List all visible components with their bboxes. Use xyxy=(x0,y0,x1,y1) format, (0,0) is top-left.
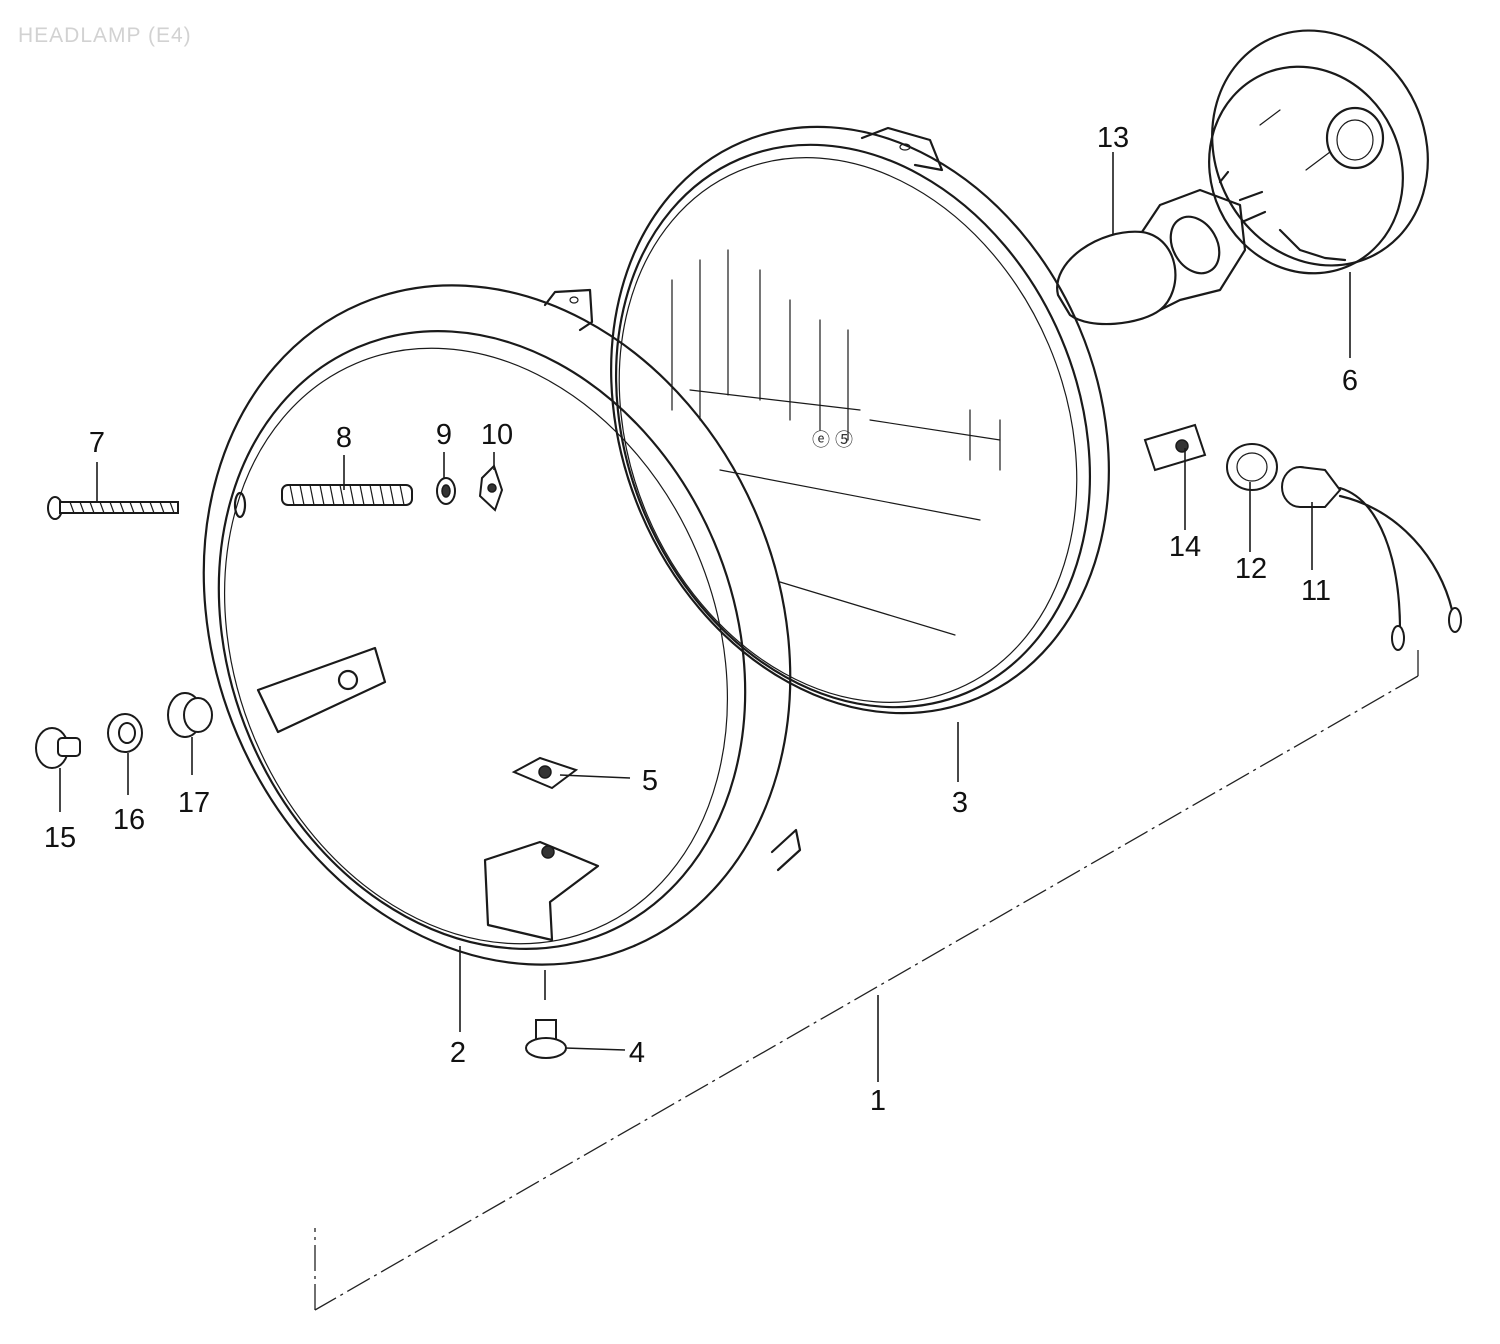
grommet-17 xyxy=(167,692,213,738)
callout-12: 12 xyxy=(1235,553,1267,585)
callout-4: 4 xyxy=(629,1037,645,1069)
callout-16: 16 xyxy=(113,804,145,836)
assembly-bracket-1 xyxy=(314,650,1419,1311)
diagram-title: HEADLAMP (E4) xyxy=(18,24,192,47)
collar-15 xyxy=(35,727,81,769)
socket-11 xyxy=(1281,466,1462,651)
callout-6: 6 xyxy=(1342,365,1358,397)
callout-14: 14 xyxy=(1169,531,1201,563)
callout-7: 7 xyxy=(89,427,105,459)
nut-5 xyxy=(511,756,579,790)
clip-nut-10 xyxy=(478,464,504,512)
callout-15: 15 xyxy=(44,822,76,854)
callout-9: 9 xyxy=(436,419,452,451)
callout-13: 13 xyxy=(1097,122,1129,154)
headlamp-rim xyxy=(202,284,802,966)
callout-labels: 1 2 3 4 5 6 7 8 9 10 11 12 13 14 15 16 1… xyxy=(44,122,1358,1117)
leader-lines xyxy=(59,152,1351,1051)
callout-17: 17 xyxy=(178,787,210,819)
callout-5: 5 xyxy=(642,765,658,797)
callout-11: 11 xyxy=(1301,575,1331,607)
callout-2: 2 xyxy=(450,1037,466,1069)
bulb-14 xyxy=(1143,423,1207,472)
callout-1: 1 xyxy=(870,1085,886,1117)
nut-9 xyxy=(436,477,456,505)
screw-4 xyxy=(525,1019,567,1059)
callout-10: 10 xyxy=(481,419,513,451)
callout-8: 8 xyxy=(336,422,352,454)
callout-3: 3 xyxy=(952,787,968,819)
screw-7 xyxy=(47,496,179,520)
grommet-12 xyxy=(1226,443,1278,491)
spring-8 xyxy=(281,484,413,506)
svg-text:ⓔ ⑤: ⓔ ⑤ xyxy=(812,430,853,450)
washer-16 xyxy=(107,713,143,753)
headlamp-bulb xyxy=(1056,170,1267,326)
headlamp-lens-unit: ⓔ ⑤ xyxy=(610,125,1110,715)
headlamp-socket-shell xyxy=(1208,29,1429,275)
